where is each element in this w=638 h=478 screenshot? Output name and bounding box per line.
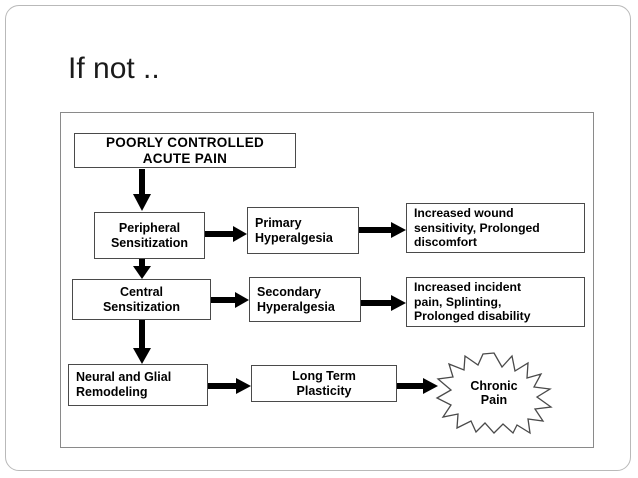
node-label-line: Neural and Glial [76,370,172,385]
node-increased-wound-sensitivity: Increased wound sensitivity, Prolonged d… [406,203,585,253]
node-label-line: POORLY CONTROLLED [105,134,265,150]
arrow-down-central-to-neural [132,320,152,365]
node-long-term-plasticity: Long Term Plasticity [251,365,397,402]
node-label-line: Hyperalgesia [257,299,335,314]
node-label-line: sensitivity, Prolonged [414,220,540,235]
node-central-sensitization: Central Sensitization [72,279,211,320]
node-label-line: Long Term [292,368,356,383]
starburst-shape [435,352,553,435]
node-label-line: Increased wound [414,206,514,221]
arrow-down-acute-to-peripheral [132,169,152,212]
node-label-line: Sensitization [110,235,189,250]
arrow-right-plasticity-to-chronic [397,377,439,395]
node-label-line: Hyperalgesia [255,230,333,245]
node-increased-incident-pain: Increased incident pain, Splinting, Prol… [406,277,585,327]
node-label-line: Plasticity [296,383,352,398]
node-peripheral-sensitization: Peripheral Sensitization [94,212,205,259]
arrow-down-peripheral-to-central [132,259,152,280]
arrow-right-peripheral-to-primary [205,225,248,243]
page-title: If not .. [68,52,160,85]
node-label-line: Remodeling [76,385,148,399]
node-label-line: pain, Splinting, [414,294,502,309]
node-secondary-hyperalgesia: Secondary Hyperalgesia [249,277,361,322]
node-chronic-pain-starburst: Chronic Pain [435,351,553,435]
node-label-line: Peripheral [118,220,181,235]
node-label-line: Secondary [257,284,321,299]
arrow-right-primary-to-wound [359,221,407,239]
node-label-line: Increased incident [414,280,522,295]
arrow-right-central-to-secondary [211,291,250,309]
node-label-line: Prolonged disability [414,309,531,324]
node-poorly-controlled-acute-pain: POORLY CONTROLLED ACUTE PAIN [74,133,296,168]
arrow-right-neural-to-plasticity [208,377,252,395]
node-label-line: discomfort [414,235,477,250]
diagram-frame: POORLY CONTROLLED ACUTE PAIN Peripheral … [60,112,594,448]
node-label-line: Primary [255,215,302,230]
node-primary-hyperalgesia: Primary Hyperalgesia [247,207,359,254]
node-label-line: Central [119,284,164,299]
node-label-line: ACUTE PAIN [142,150,228,166]
node-label-line: Sensitization [102,299,181,314]
node-neural-and-glial-remodeling: Neural and Glial Remodeling [68,364,208,406]
arrow-right-secondary-to-incident [361,294,407,312]
slide-canvas: If not .. POORLY CONTROLLED ACUTE PAIN P… [5,5,631,471]
